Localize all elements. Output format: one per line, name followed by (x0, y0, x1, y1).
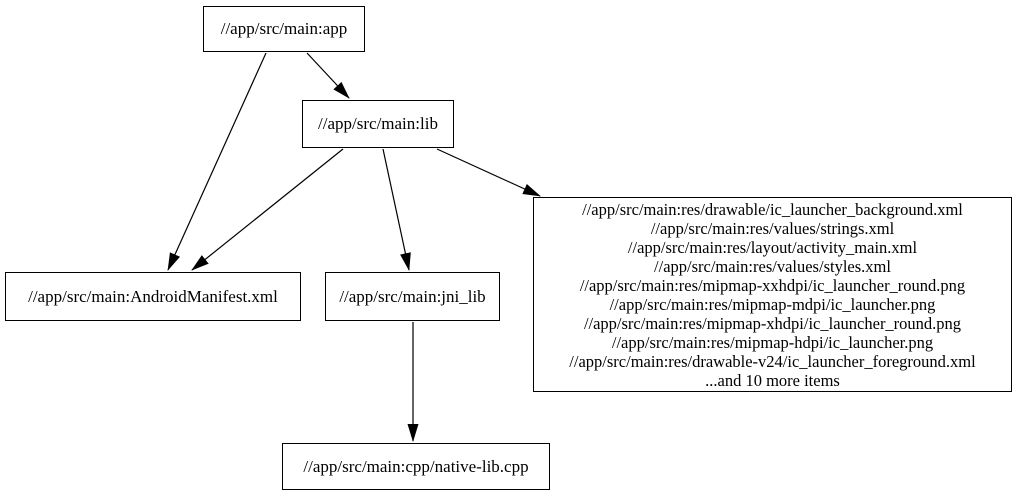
res-more-items-line: ...and 10 more items (705, 370, 840, 390)
edge-lib-to-res-group (436, 148, 541, 197)
res-file-line: //app/src/main:res/drawable/ic_launcher_… (582, 199, 963, 219)
node-res-file-group: //app/src/main:res/drawable/ic_launcher_… (533, 197, 1012, 392)
edge-lib-to-manifest (191, 148, 344, 271)
node-android-manifest: //app/src/main:AndroidManifest.xml (5, 272, 301, 321)
res-file-line: //app/src/main:res/drawable-v24/ic_launc… (569, 351, 976, 371)
node-jni-lib-label: //app/src/main:jni_lib (339, 286, 486, 306)
node-native-lib-cpp: //app/src/main:cpp/native-lib.cpp (282, 443, 550, 490)
node-native-lib-cpp-label: //app/src/main:cpp/native-lib.cpp (303, 456, 529, 476)
edge-lib-to-jni-lib (382, 148, 411, 271)
node-lib: //app/src/main:lib (302, 100, 454, 148)
node-android-manifest-label: //app/src/main:AndroidManifest.xml (28, 286, 278, 306)
node-jni-lib: //app/src/main:jni_lib (325, 272, 500, 321)
node-lib-label: //app/src/main:lib (318, 114, 438, 133)
edge-app-to-manifest (167, 52, 267, 271)
res-file-line: //app/src/main:res/mipmap-xxhdpi/ic_laun… (579, 275, 966, 295)
res-file-line: //app/src/main:res/layout/activity_main.… (627, 237, 918, 257)
node-app: //app/src/main:app (203, 6, 365, 52)
res-file-line: //app/src/main:res/mipmap-mdpi/ic_launch… (609, 294, 936, 314)
edge-app-to-lib (306, 52, 350, 99)
res-file-line: //app/src/main:res/values/strings.xml (650, 218, 895, 238)
res-file-line: //app/src/main:res/mipmap-hdpi/ic_launch… (611, 332, 934, 352)
node-app-label: //app/src/main:app (220, 19, 348, 38)
res-file-line: //app/src/main:res/values/styles.xml (654, 256, 891, 276)
res-file-line: //app/src/main:res/mipmap-xhdpi/ic_launc… (583, 313, 962, 333)
